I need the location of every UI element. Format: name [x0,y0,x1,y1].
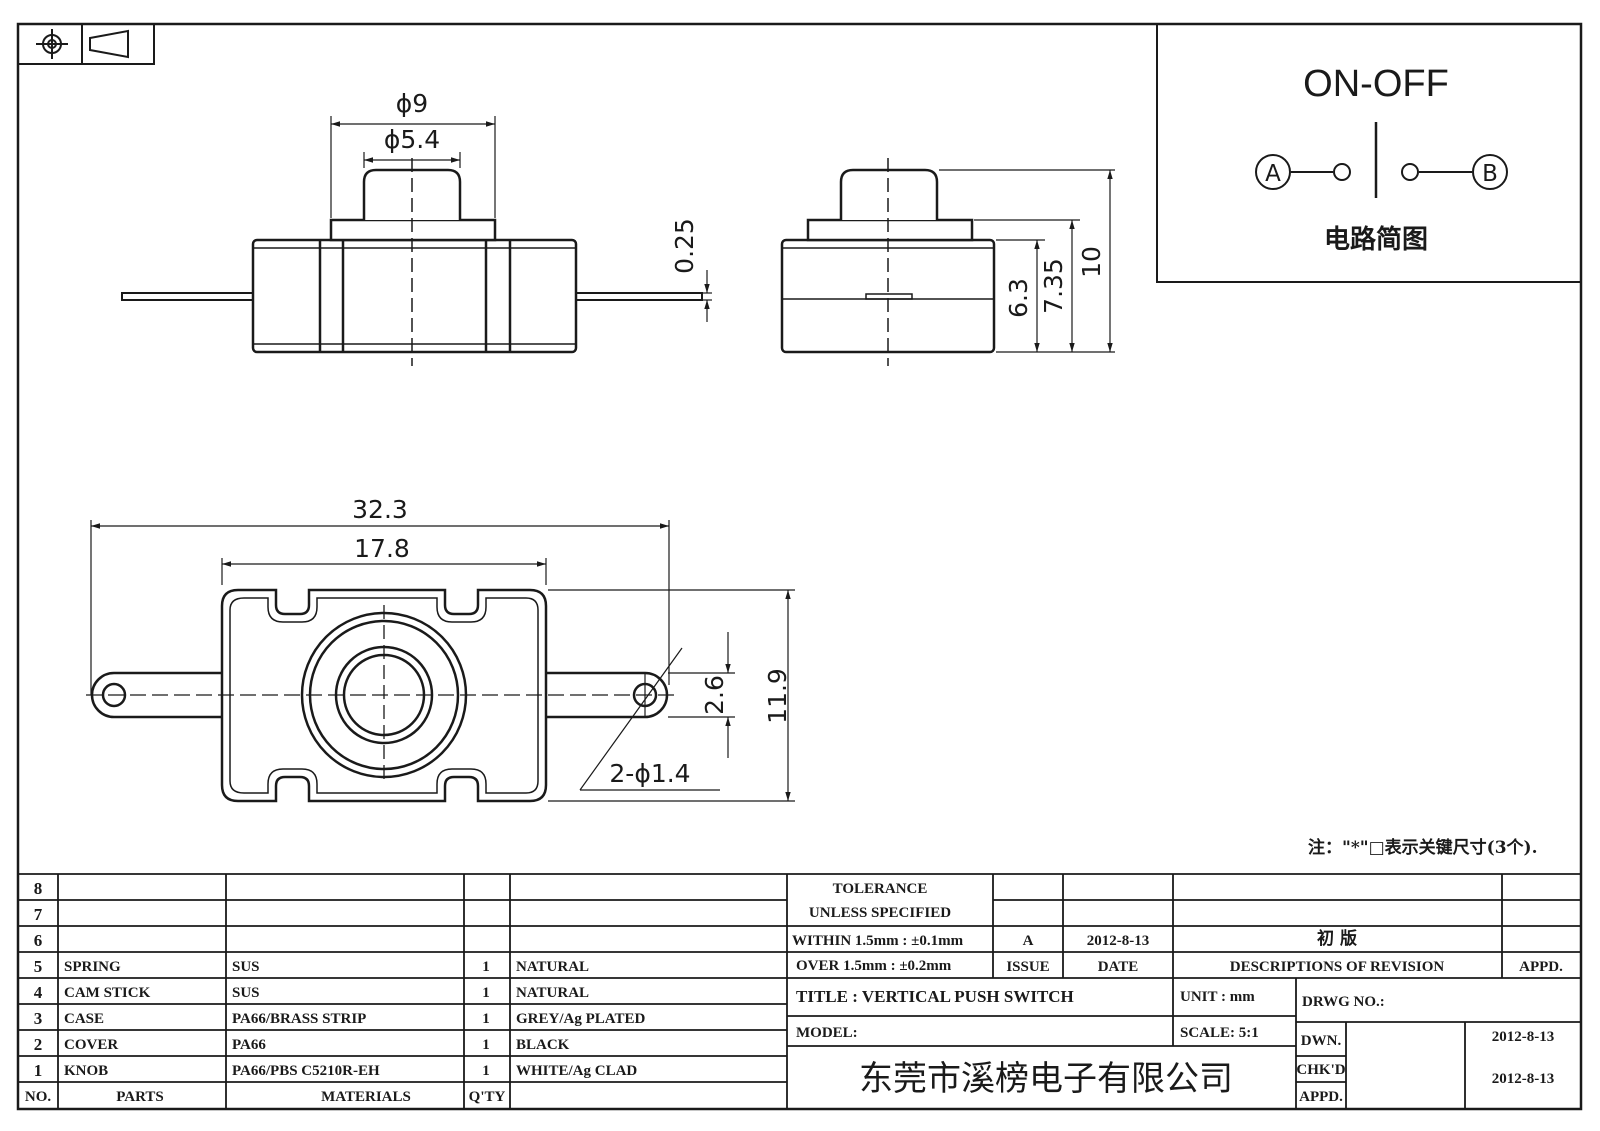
tolerance-within: WITHIN 1.5mm : ±0.1mm [792,933,964,949]
bom-header-parts: PARTS [116,1089,164,1105]
dim-knob-inner: ϕ5.4 [384,125,440,154]
side-view [780,158,1115,366]
dim-total-height: 10 [1077,246,1106,278]
company-name: 东莞市溪榜电子有限公司 [859,1059,1233,1099]
drawn-label: DWN. [1301,1033,1342,1049]
bom-row-finish: NATURAL [516,985,589,1001]
drawn-date: 2012-8-13 [1492,1029,1555,1045]
dimension-note: 注："*"□表示关键尺寸(3个). [1308,837,1538,858]
title-block-grid [787,874,1581,1109]
terminal-a-label: A [1265,161,1281,187]
dim-overall-length: 32.3 [352,495,408,524]
drawing-number-label: DRWG NO.: [1302,994,1385,1010]
bom-row-part: CAM STICK [64,985,151,1001]
bom-row-qty: 1 [482,959,490,975]
drawing-title: TITLE : VERTICAL PUSH SWITCH [796,987,1074,1006]
dim-cover-height: 7.35 [1039,258,1068,314]
dim-body-width: 11.9 [763,668,792,724]
model-label: MODEL: [796,1025,858,1041]
terminal-b-label: B [1482,161,1498,187]
dim-body-length: 17.8 [354,534,410,563]
bom-row-qty: 1 [482,1063,490,1079]
tolerance-over: OVER 1.5mm : ±0.2mm [796,958,952,974]
bom-row-material: SUS [232,985,260,1001]
date-label: DATE [1098,959,1139,975]
bom-row-no: 8 [34,879,43,898]
tolerance-sub: UNLESS SPECIFIED [809,905,951,921]
bom-row-material: PA66/BRASS STRIP [232,1011,366,1027]
bom-row-part: COVER [64,1037,118,1053]
appd-label: APPD. [1519,959,1563,975]
bom-row-finish: BLACK [516,1037,570,1053]
bom-row-material: PA66 [232,1037,266,1053]
revision-description: 初 版 [1317,928,1357,949]
dim-terminal-thickness: 0.25 [670,218,699,274]
bom-header-qty: Q'TY [469,1089,506,1105]
tolerance-title: TOLERANCE [833,881,928,897]
bom-row-qty: 1 [482,1037,490,1053]
bom-header-no: NO. [25,1089,52,1105]
issue-label: ISSUE [1006,959,1049,975]
bom-row-material: PA66/PBS C5210R-EH [232,1063,380,1079]
bom-row-part: KNOB [64,1063,108,1079]
revision-date: 2012-8-13 [1087,933,1150,949]
descriptions-label: DESCRIPTIONS OF REVISION [1230,959,1445,975]
schematic-box [1156,23,1582,283]
bom-header-materials: MATERIALS [321,1089,411,1105]
scale: SCALE: 5:1 [1180,1025,1259,1041]
bom-row-part: SPRING [64,959,121,975]
bom-row-qty: 1 [482,1011,490,1027]
bom-row-no: 4 [34,983,43,1002]
bom-row-no: 5 [34,957,43,976]
schematic-caption: 电路简图 [1324,224,1428,255]
bom-row-finish: NATURAL [516,959,589,975]
checked-label: CHK'D [1296,1062,1345,1078]
checked-date: 2012-8-13 [1492,1071,1555,1087]
bom-row-no: 6 [34,931,43,950]
bom-row-part: CASE [64,1011,104,1027]
unit: UNIT : mm [1180,989,1255,1005]
bom-row-no: 2 [34,1035,43,1054]
dim-holes: 2-ϕ1.4 [609,759,690,788]
bom-row-no: 1 [34,1061,43,1080]
bom-row-no: 7 [34,905,43,924]
sheet-border [16,22,1583,1111]
bom-table-grid [18,873,1581,1109]
bom-row-finish: WHITE/Ag CLAD [516,1063,637,1079]
projection-symbol [17,23,155,65]
bom-row-finish: GREY/Ag PLATED [516,1011,645,1027]
dim-knob-outer: ϕ9 [396,89,428,118]
front-view [121,116,712,366]
top-view [86,520,795,803]
bom-row-qty: 1 [482,985,490,1001]
bom-row-no: 3 [34,1009,43,1028]
revision-issue: A [1023,933,1034,949]
dim-body-height: 6.3 [1004,278,1033,318]
approved-label: APPD. [1299,1089,1343,1105]
dim-hole-pitch: 2.6 [700,675,729,715]
bom-row-material: SUS [232,959,260,975]
schematic-title: ON-OFF [1303,63,1449,105]
